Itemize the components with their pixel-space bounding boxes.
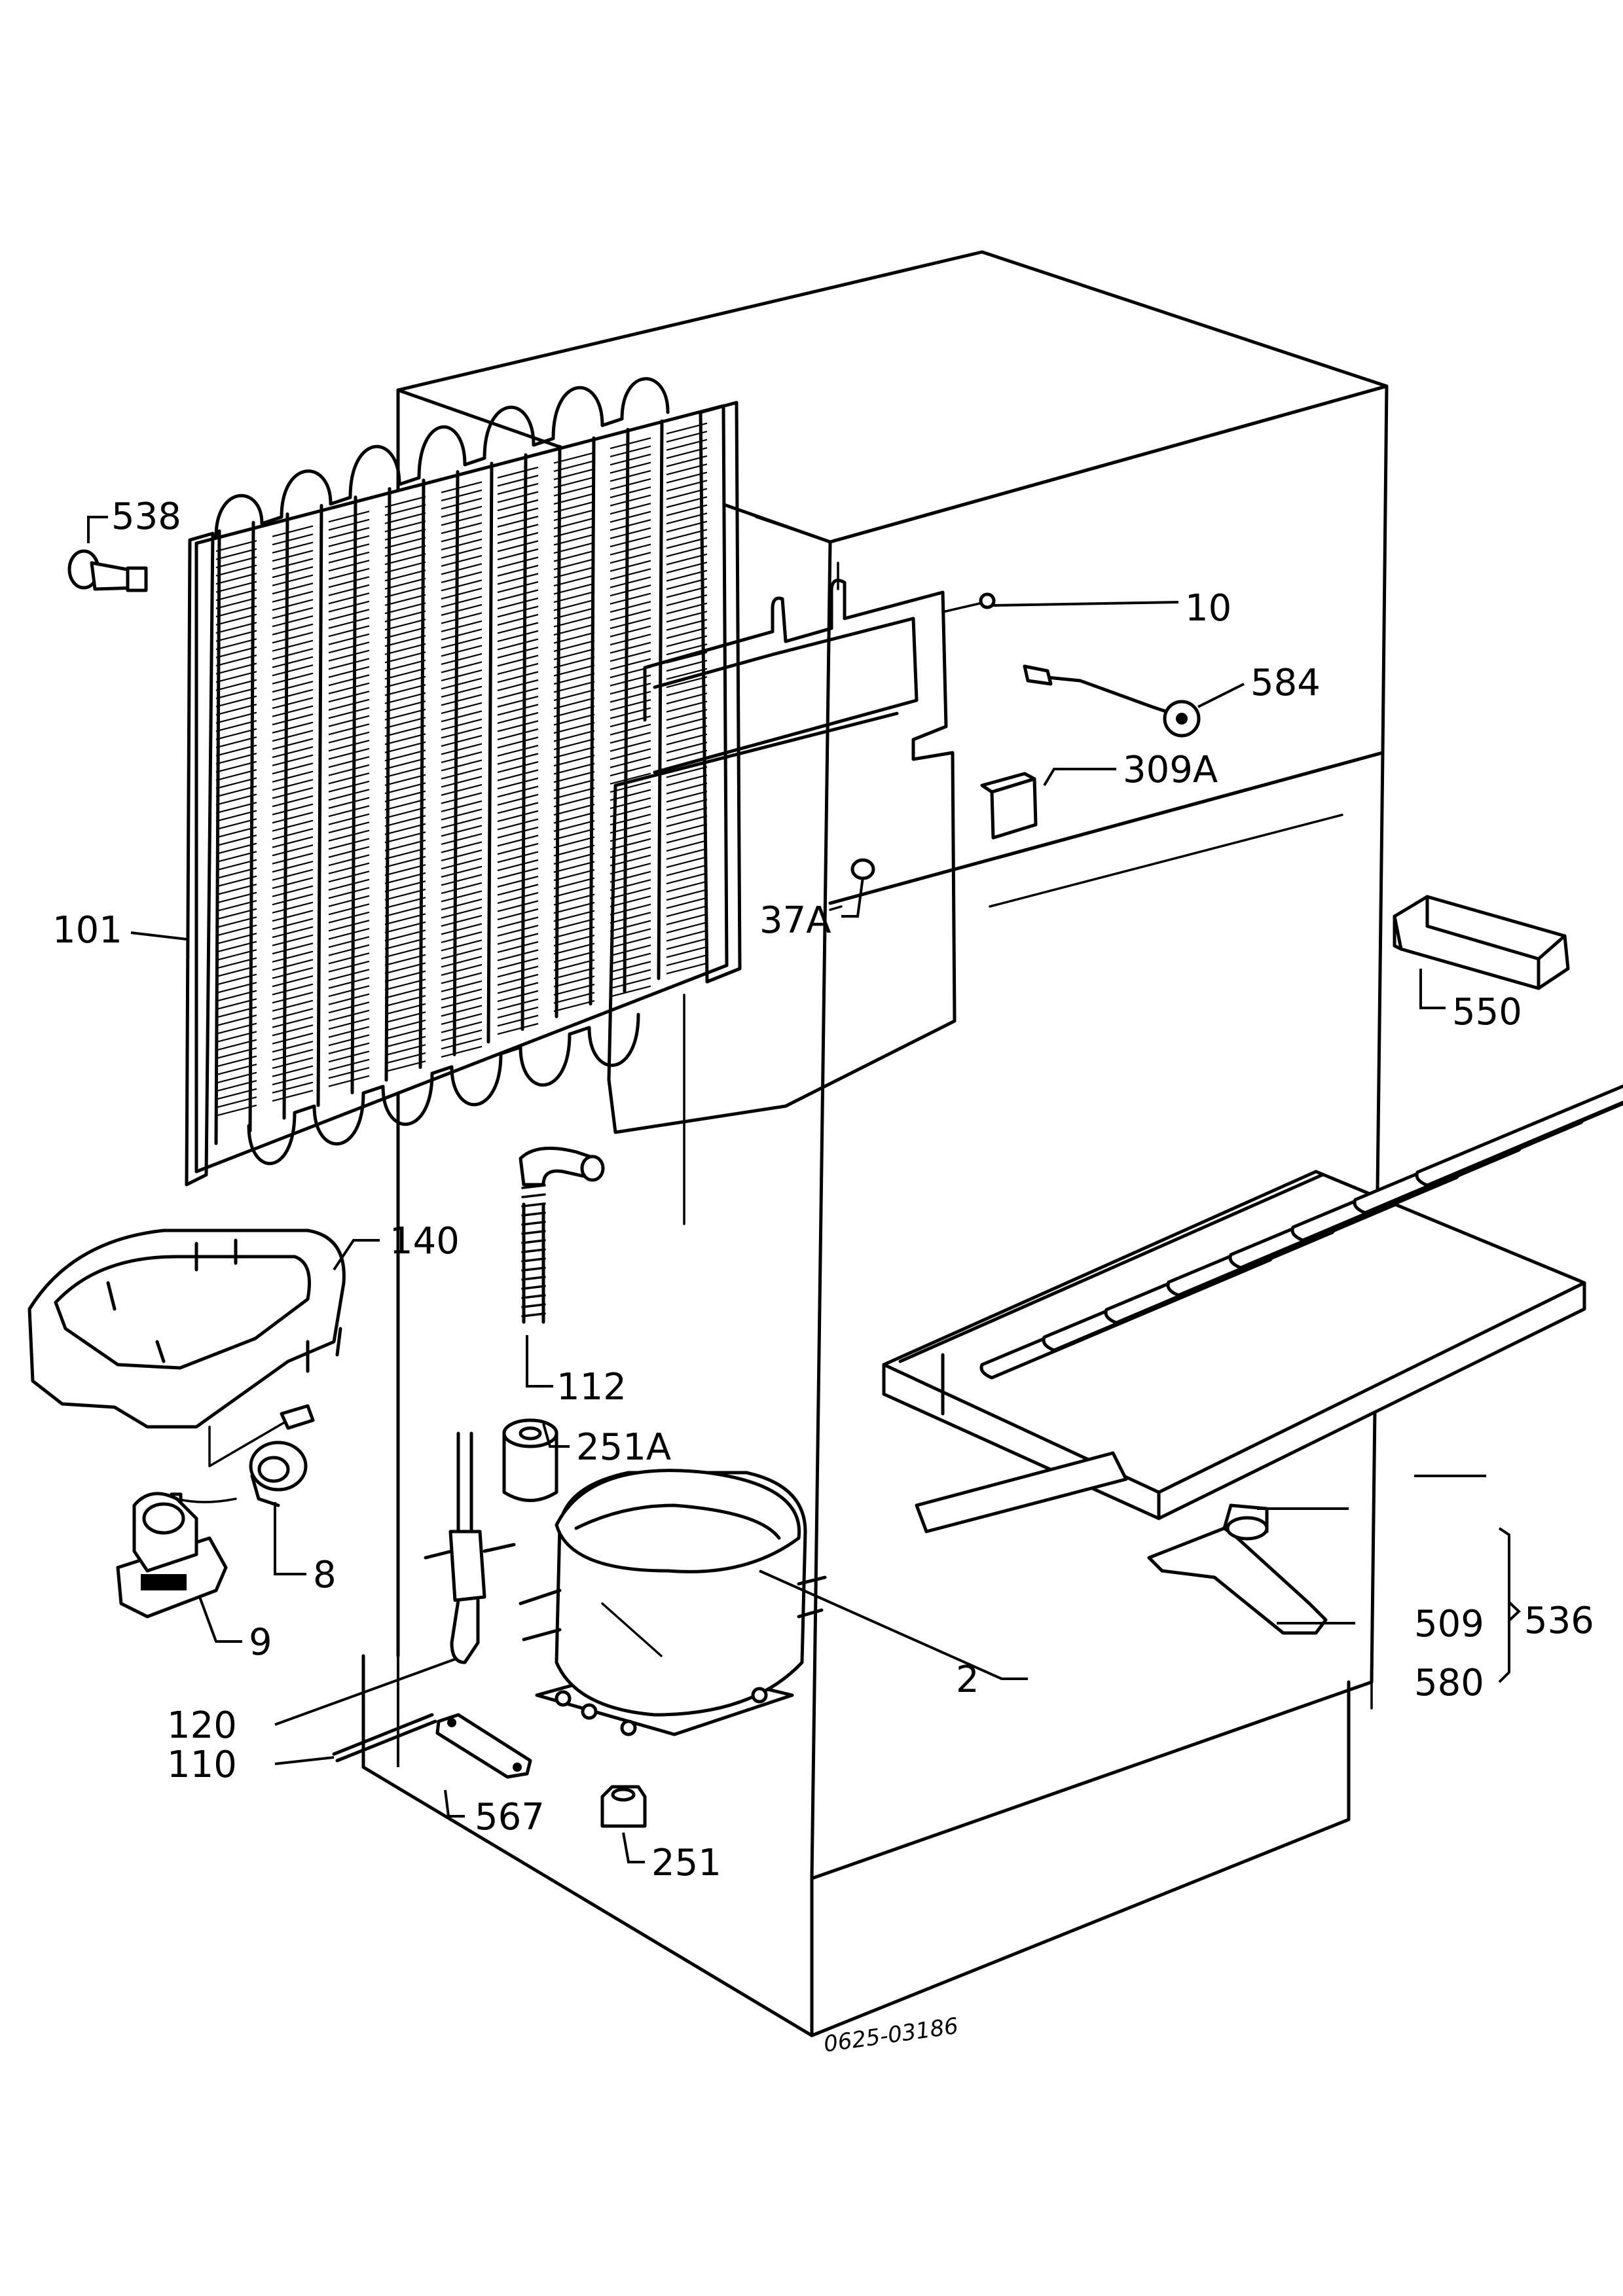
label-251a: 251A xyxy=(576,1426,671,1469)
label-538: 538 xyxy=(111,495,181,538)
part-9-overload xyxy=(116,1492,228,1619)
part-580-bracket xyxy=(1147,1503,1328,1635)
label-101: 101 xyxy=(52,909,122,952)
refrigerant-piping xyxy=(607,579,996,1225)
leader-lines xyxy=(87,516,1521,1863)
part-584-sensor xyxy=(1023,664,1201,738)
part-538-clip xyxy=(67,549,148,592)
label-2: 2 xyxy=(956,1659,979,1701)
label-251: 251 xyxy=(651,1842,721,1884)
part-550-bracket xyxy=(1393,895,1570,990)
label-550: 550 xyxy=(1452,991,1522,1033)
part-251-nut xyxy=(600,1785,647,1828)
label-120: 120 xyxy=(167,1704,237,1747)
part-509-tray xyxy=(882,1084,1623,1520)
part-labels: 538 10 584 309A 37A 101 550 140 112 251A… xyxy=(52,495,1594,1884)
label-509: 509 xyxy=(1414,1603,1484,1645)
part-110-tube xyxy=(332,1713,437,1763)
label-584: 584 xyxy=(1250,662,1321,704)
part-251a-grommet xyxy=(502,1418,558,1502)
label-9: 9 xyxy=(249,1621,272,1664)
part-309a-box xyxy=(980,772,1038,840)
part-536-assembly xyxy=(882,1084,1623,1635)
label-112: 112 xyxy=(556,1366,627,1408)
part-8-relay xyxy=(170,1441,308,1507)
label-536: 536 xyxy=(1524,1600,1594,1642)
label-8: 8 xyxy=(313,1554,337,1596)
label-37a: 37A xyxy=(759,899,831,942)
part-567-strap xyxy=(435,1713,532,1779)
part-37a-plug xyxy=(850,858,875,880)
part-112-hose xyxy=(519,1146,605,1324)
label-140: 140 xyxy=(390,1220,460,1263)
label-110: 110 xyxy=(167,1744,237,1786)
condenser-101 xyxy=(185,377,742,1187)
label-309a: 309A xyxy=(1123,749,1218,791)
label-10: 10 xyxy=(1185,587,1231,630)
drawing-code: 0625-03186 xyxy=(822,2013,960,2057)
label-567: 567 xyxy=(475,1796,545,1839)
part-2-compressor xyxy=(519,1469,827,1736)
label-580: 580 xyxy=(1414,1662,1484,1704)
part-120-filter-drier xyxy=(424,1431,516,1664)
part-140-drip-tray xyxy=(27,1229,346,1467)
